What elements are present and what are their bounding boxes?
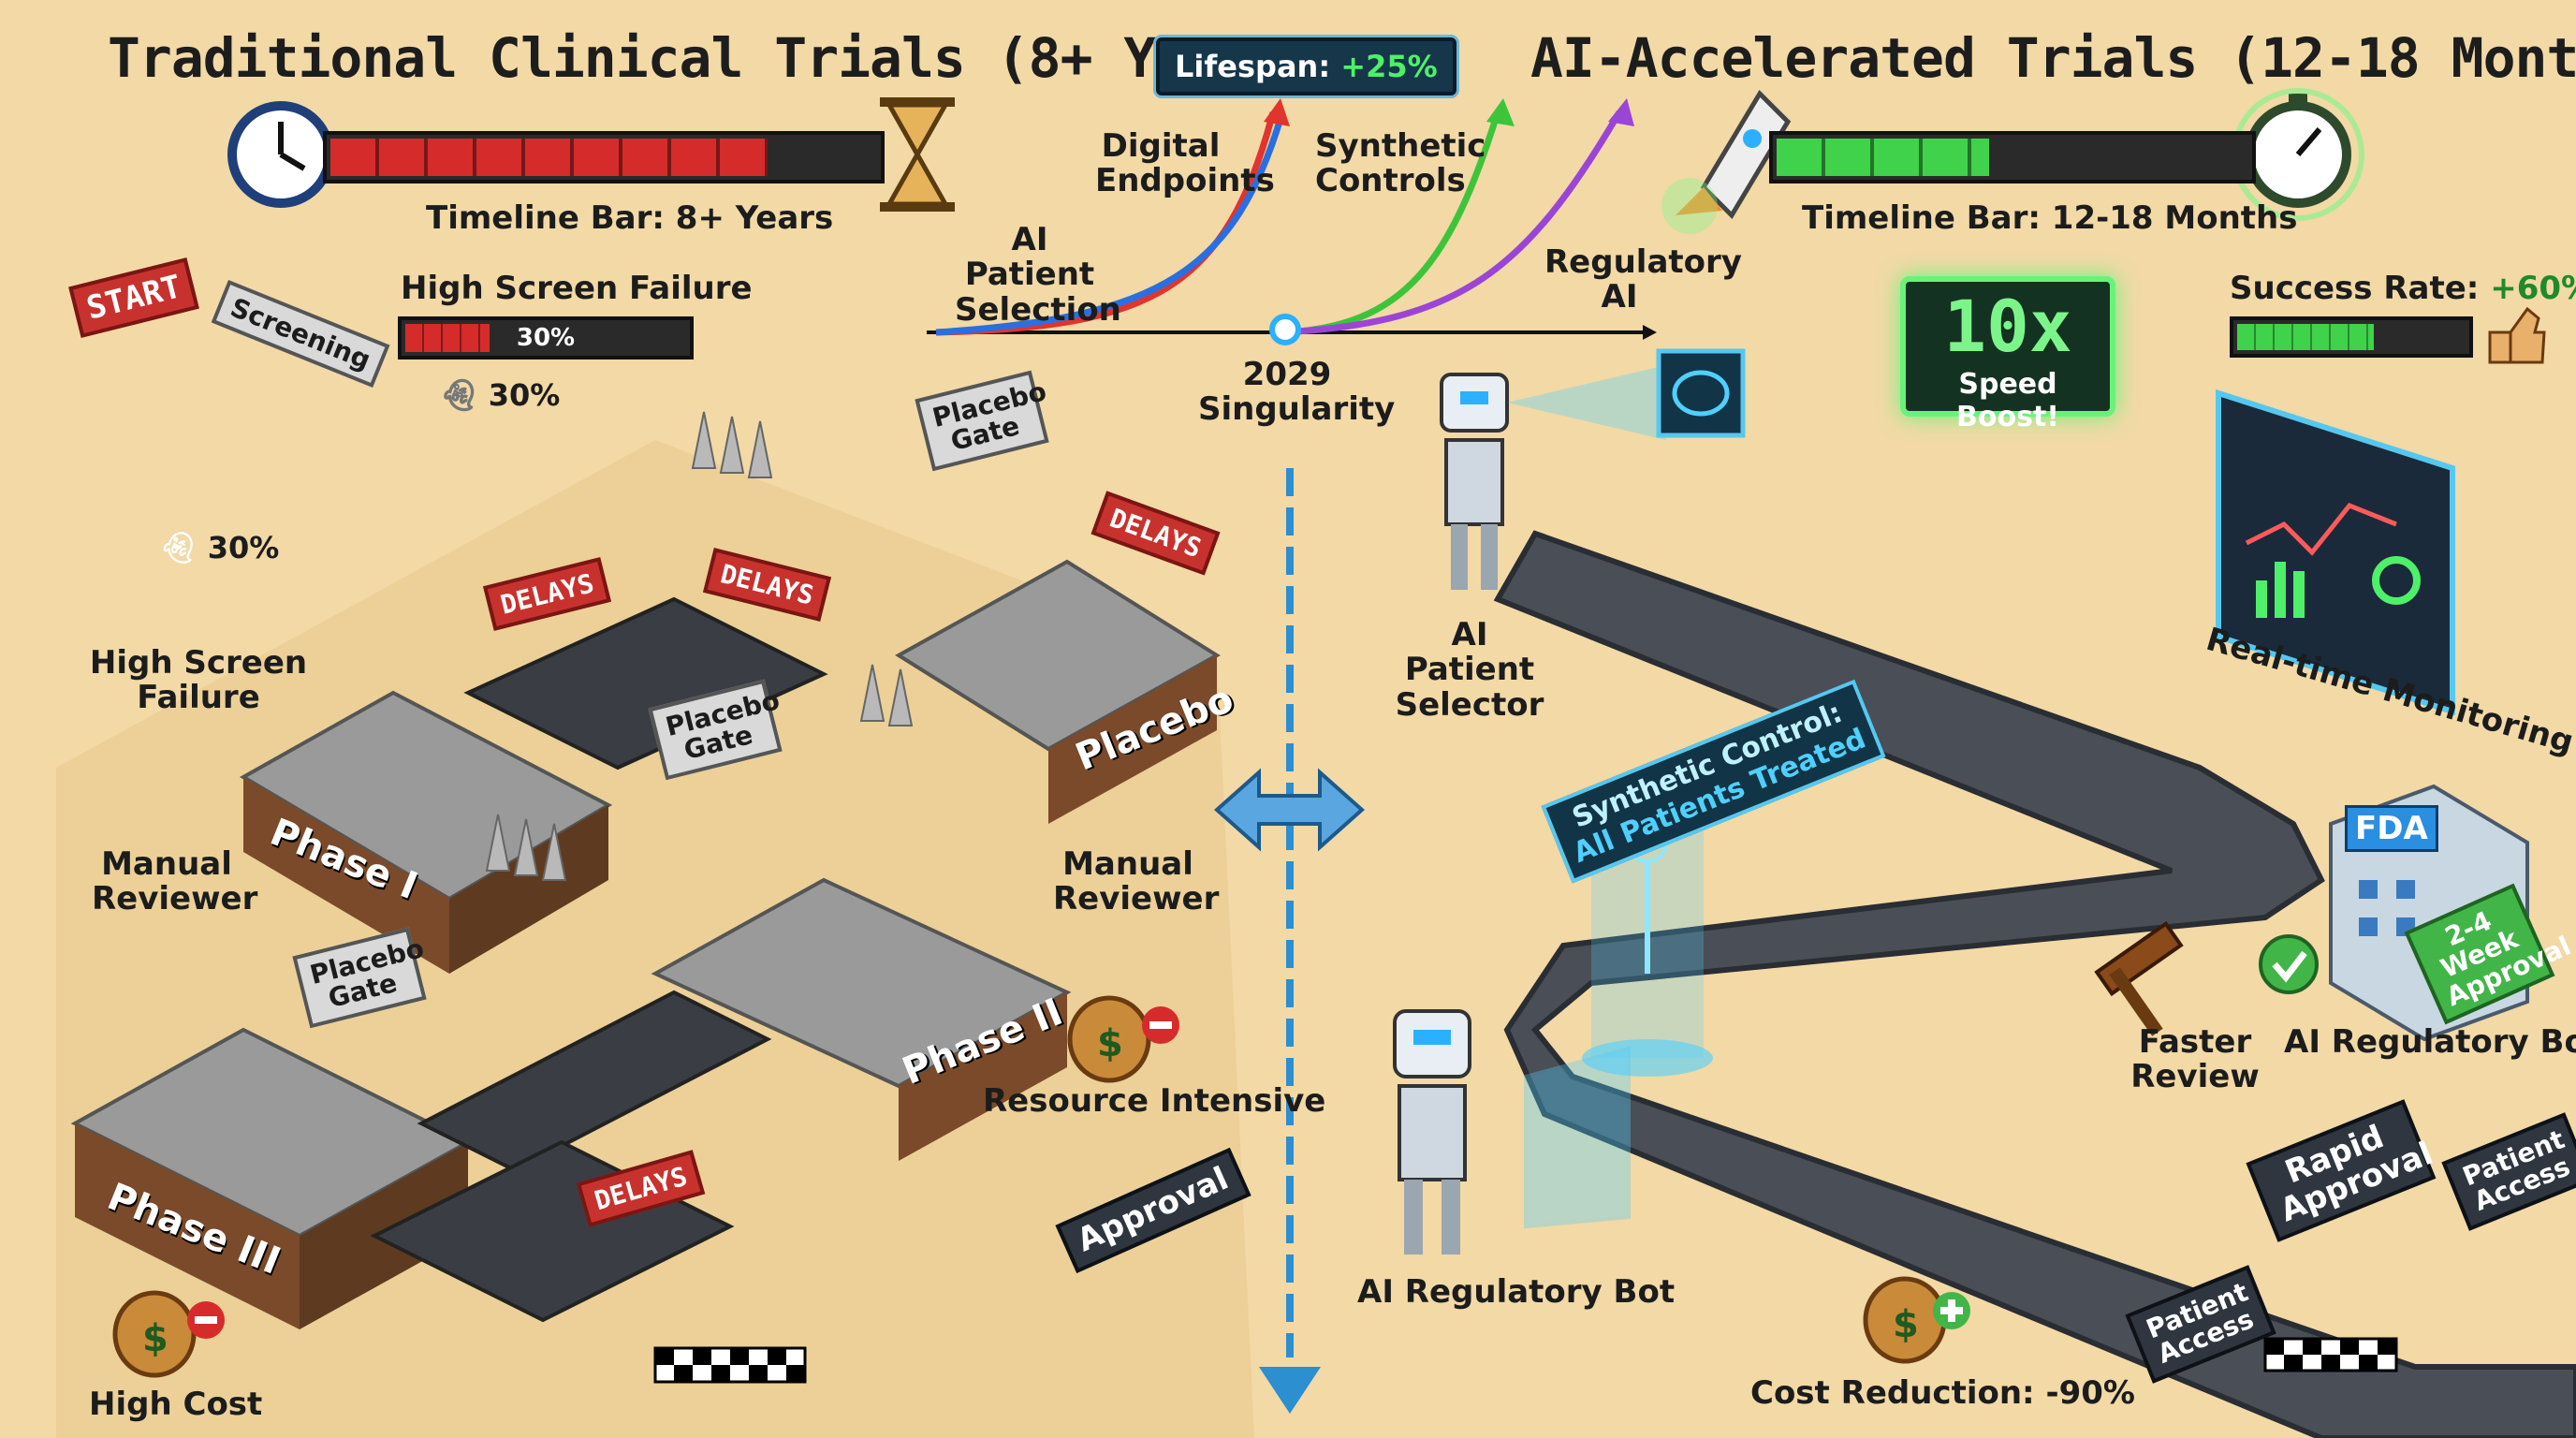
lifespan-label: Lifespan: bbox=[1175, 49, 1341, 84]
ghost-icon-2: 👻︎ bbox=[159, 530, 198, 565]
curve-arrow-purple bbox=[1608, 98, 1634, 126]
curves-axis-arrow bbox=[1643, 325, 1657, 340]
manual-reviewer-label-right: Manual Reviewer bbox=[1053, 845, 1220, 918]
robot-ai-patient-selector bbox=[1440, 365, 1666, 590]
curve-blue bbox=[935, 111, 1286, 336]
screen-failure-bar: 30% bbox=[398, 316, 694, 360]
lifespan-value: +25% bbox=[1340, 49, 1438, 84]
speed-boost-panel: 10x Speed Boost! bbox=[1900, 276, 2115, 433]
money-bag-cost-icon: $ bbox=[112, 1290, 225, 1378]
success-rate-bar bbox=[2230, 316, 2473, 358]
svg-text:$: $ bbox=[1893, 1303, 1919, 1346]
ai-regulatory-bot-label: AI Regulatory Bot bbox=[1357, 1273, 1676, 1311]
speed-boost-multiplier: 10x bbox=[1943, 285, 2072, 368]
timeline-label-traditional: Timeline Bar: 8+ Years bbox=[426, 199, 834, 237]
checkmark-icon bbox=[2259, 934, 2319, 994]
money-bag-resource-icon: $ bbox=[1067, 995, 1179, 1083]
double-arrow-icon bbox=[1213, 768, 1366, 852]
ghost-percent-2-text: 30% bbox=[207, 530, 280, 565]
label-ai-patient-selection: AI Patient Selection bbox=[955, 221, 1121, 329]
timeline-label-accelerated: Timeline Bar: 12-18 Months bbox=[1802, 199, 2298, 237]
money-bag-savings-icon: $ bbox=[1863, 1276, 1970, 1364]
faster-review-label: Faster Review bbox=[2130, 1023, 2260, 1096]
title-traditional: Traditional Clinical Trials (8+ Years) bbox=[108, 26, 1315, 90]
road-right bbox=[1493, 530, 2576, 1438]
growth-curves bbox=[927, 98, 1657, 345]
label-digital-endpoints: Digital Endpoints bbox=[1095, 127, 1275, 200]
svg-text:$: $ bbox=[142, 1317, 168, 1360]
ghost-percent-1-text: 30% bbox=[488, 377, 561, 413]
curve-red bbox=[935, 111, 1277, 336]
platform-phase2 bbox=[651, 877, 1072, 1161]
platform-phase1 bbox=[239, 690, 613, 974]
success-rate-label-text: Success Rate: bbox=[2230, 270, 2491, 307]
title-accelerated: AI-Accelerated Trials (12-18 Months) bbox=[1530, 26, 2576, 90]
singularity-point bbox=[1269, 314, 1301, 345]
platform-placebo bbox=[895, 559, 1221, 824]
ai-regulatory-bot-label-right: AI Regulatory Bot bbox=[2284, 1023, 2576, 1061]
hourglass-icon bbox=[880, 97, 955, 212]
svg-text:$: $ bbox=[1097, 1022, 1123, 1065]
clock-icon-left bbox=[227, 101, 334, 208]
ghost-percent-1: 👻︎ 30% bbox=[440, 377, 561, 413]
ai-patient-selector-label: AI Patient Selector bbox=[1395, 616, 1544, 724]
timeline-bar-traditional bbox=[323, 131, 885, 183]
success-rate-label: Success Rate: +60% bbox=[2230, 271, 2576, 306]
label-regulatory-ai: Regulatory AI bbox=[1544, 243, 1742, 316]
cost-reduction-label: Cost Reduction: -90% bbox=[1750, 1374, 2135, 1412]
manual-reviewer-label-left: Manual Reviewer bbox=[92, 845, 258, 918]
label-synthetic-controls: Synthetic Controls bbox=[1315, 127, 1486, 200]
spike-traps bbox=[485, 411, 914, 881]
divider-arrow-down bbox=[1259, 1367, 1321, 1414]
success-rate-fill bbox=[2237, 324, 2374, 350]
screen-failure-fill bbox=[405, 324, 490, 352]
success-rate-value: +60% bbox=[2490, 270, 2576, 307]
lifespan-badge: Lifespan: +25% bbox=[1156, 37, 1456, 95]
monitor-screen bbox=[2216, 389, 2455, 716]
ghost-percent-2: 👻︎ 30% bbox=[159, 530, 280, 565]
gavel-icon bbox=[2094, 920, 2184, 1036]
speed-boost-text: Speed Boost! bbox=[1956, 368, 2059, 433]
thumbs-up-icon bbox=[2488, 306, 2546, 364]
ghost-icon: 👻︎ bbox=[440, 377, 479, 413]
high-screen-failure-side-label: High Screen Failure bbox=[89, 644, 308, 717]
timeline-bar-accelerated bbox=[1769, 131, 2256, 183]
finish-line-left bbox=[653, 1346, 807, 1384]
robot-ai-regulatory-bot bbox=[1393, 1009, 1631, 1255]
finish-line-right bbox=[2263, 1337, 2398, 1372]
brain-icon bbox=[1656, 348, 1746, 438]
curve-purple bbox=[1281, 110, 1623, 336]
screen-failure-label: High Screen Failure bbox=[401, 270, 753, 307]
rocket-icon bbox=[1661, 89, 1792, 234]
resource-intensive-label: Resource Intensive bbox=[983, 1082, 1326, 1120]
timeline-fill-accelerated bbox=[1777, 139, 1989, 176]
platform-phase3 bbox=[70, 1027, 473, 1329]
screen-failure-value: 30% bbox=[516, 324, 576, 352]
timeline-fill-traditional bbox=[330, 139, 768, 176]
curve-arrow-red bbox=[1264, 98, 1290, 126]
curve-arrow-green bbox=[1486, 98, 1515, 126]
fda-sign: FDA bbox=[2345, 805, 2438, 852]
high-cost-label: High Cost bbox=[89, 1386, 263, 1423]
label-singularity: 2029 Singularity bbox=[1198, 356, 1396, 429]
